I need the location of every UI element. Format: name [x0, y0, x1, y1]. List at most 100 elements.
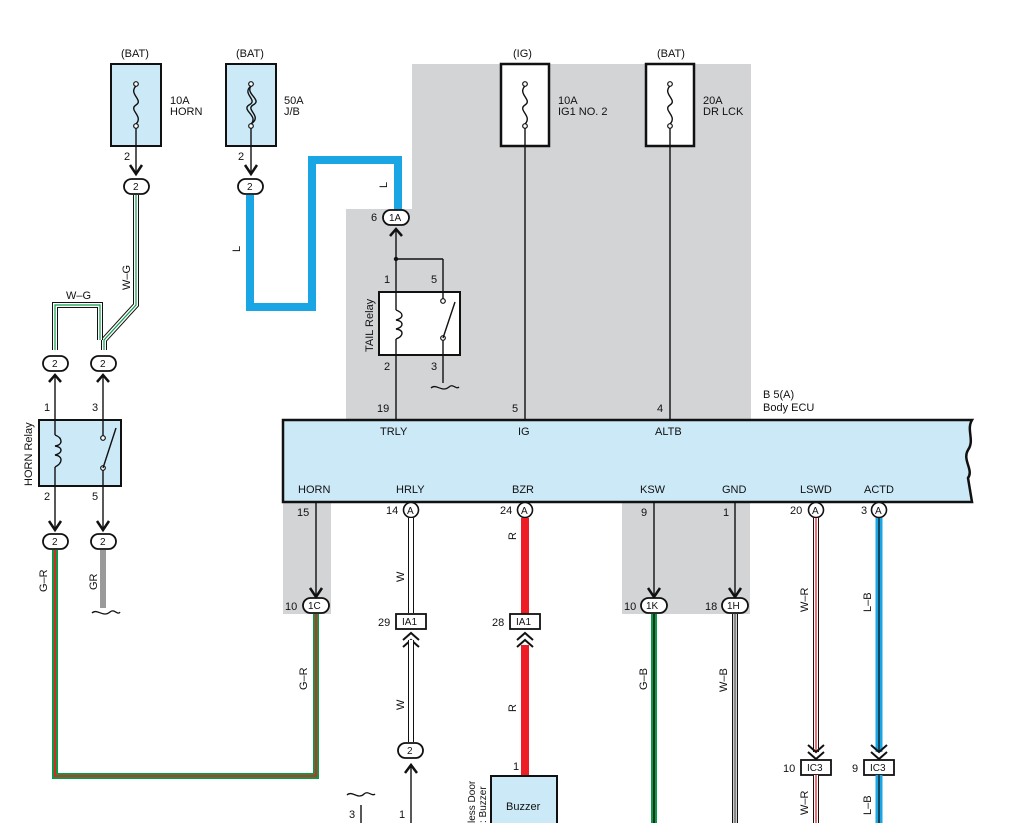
wire-WB-label: W–B [718, 668, 730, 692]
fuse-ig1-rating: 10A [558, 95, 578, 107]
horn-relay: HORN Relay 1 3 2 5 [23, 402, 122, 503]
connector-1A: 6 1A [371, 209, 410, 226]
tail-relay-pin2: 2 [384, 361, 390, 373]
horn-relay-pin2: 2 [44, 491, 50, 503]
junction-jb-fuse: 2 [237, 178, 264, 195]
conn-A-bzr-label: A [521, 506, 528, 517]
ecu-pin-lswd-name: LSWD [800, 484, 832, 496]
tail-relay-label: TAIL Relay [364, 298, 376, 352]
wire-LB-label-2: L–B [862, 795, 874, 815]
ecu-pin-ksw-name: KSW [640, 484, 666, 496]
ecu-pin-ig-name: IG [518, 426, 530, 438]
ecu-pin-horn-name: HORN [298, 484, 330, 496]
tail-relay-pin5: 5 [431, 274, 437, 286]
connector-IC3-10: 10 IC3 [783, 759, 832, 776]
connector-1K-pin: 10 [624, 601, 636, 613]
connector-1C: 10 1C [285, 597, 330, 614]
fuse-drlck-rating: 20A [703, 95, 723, 107]
fuse-jb-supply: (BAT) [236, 48, 264, 60]
conn-A-actd-label: A [875, 506, 882, 517]
wire-WG-label-1: W–G [121, 265, 133, 290]
conn-A-hrly-label: A [407, 506, 414, 517]
ecu-pin-trly-num: 19 [377, 403, 389, 415]
ecu-pin-hrly-name: HRLY [396, 484, 425, 496]
conn-A-lswd: A [807, 501, 825, 519]
connector-1H: 18 1H [705, 597, 749, 614]
wire-GB-label: G–B [638, 668, 650, 690]
fuse-ig1-name: IG1 NO. 2 [558, 106, 608, 118]
fuse-horn-name: HORN [170, 106, 202, 118]
shade-area-horn [283, 502, 331, 614]
ecu-pin-bzr-name: BZR [512, 484, 534, 496]
wire-W-label-2: W [395, 699, 407, 710]
horn-relay-label: HORN Relay [23, 422, 35, 486]
ecu-pin-altb-num: 4 [657, 403, 663, 415]
wire-WR-label-1: W–R [799, 588, 811, 613]
connector-IC3-9: 9 IC3 [852, 759, 895, 776]
junction-jb-fuse-label: 2 [247, 182, 253, 193]
ecu-pin-bzr-num: 24 [500, 505, 512, 517]
ecu-pin-hrly-num: 14 [386, 505, 398, 517]
junction-horn-fuse: 2 [123, 178, 150, 195]
connector-IC3-10-id: IC3 [807, 763, 823, 774]
junction-horn-relay-2-label: 2 [52, 537, 58, 548]
fuse-drlck-name: DR LCK [703, 106, 744, 118]
wire-WR-label-2: W–R [799, 791, 811, 816]
connector-1H-pin: 18 [705, 601, 717, 613]
buzzer-side-label-1: less Door [467, 780, 478, 823]
junction-horn-relay-5: 2 [90, 533, 117, 550]
connector-1C-id: 1C [308, 601, 321, 612]
ecu-pin-horn-num: 15 [297, 507, 309, 519]
fuse-jb-rating: 50A [284, 95, 304, 107]
junction-horn-relay-1-label: 2 [52, 359, 58, 370]
connector-1K: 10 1K [624, 597, 668, 614]
ecu-pin-trly-name: TRLY [380, 426, 408, 438]
wire-L-label-1: L [231, 246, 243, 252]
wire-W-label-1: W [395, 571, 407, 582]
wire-L-label-2: L [378, 182, 390, 188]
fuse-ig1: (IG) 10A IG1 NO. 2 [499, 48, 608, 148]
horn-relay-pin3: 3 [92, 402, 98, 414]
wire-L-blue [246, 156, 402, 311]
ecu-pin-ksw-num: 9 [641, 507, 647, 519]
conn-A-hrly: A [402, 501, 420, 519]
connector-IC3-9-id: IC3 [870, 763, 886, 774]
buzzer: Buzzer less Door : Buzzer [467, 775, 558, 823]
ecu-pin-gnd-name: GND [722, 484, 747, 496]
fuse-jb-pin: 2 [238, 151, 244, 163]
ecu-pin-ig-num: 5 [512, 403, 518, 415]
fuse-drlck-supply: (BAT) [657, 48, 685, 60]
connector-IC3-10-pin: 10 [783, 763, 795, 775]
ecu-name: Body ECU [763, 402, 814, 414]
pin-3: 3 [349, 809, 355, 821]
wire-GR-horn-label-1: G–R [38, 569, 50, 592]
junction-horn-relay-2: 2 [42, 533, 69, 550]
ecu-pin-actd-name: ACTD [864, 484, 894, 496]
connector-IA1-28-id: IA1 [516, 617, 531, 628]
ecu-ref: B 5(A) [763, 389, 794, 401]
junction-horn-relay-3: 2 [90, 355, 117, 372]
junction-hrly-2-label: 2 [407, 746, 413, 757]
connector-IA1-28: 28 IA1 [492, 613, 541, 630]
buzzer-side-label-2: : Buzzer [478, 786, 489, 823]
connector-1K-id: 1K [646, 601, 659, 612]
wire-R-label-2: R [507, 704, 519, 712]
tail-relay-pin1: 1 [384, 274, 390, 286]
connector-1A-pin: 6 [371, 212, 377, 224]
shade-area-ksw-gnd [622, 502, 750, 614]
tail-relay-pin3: 3 [431, 361, 437, 373]
conn-A-lswd-label: A [812, 506, 819, 517]
horn-relay-pin5: 5 [92, 491, 98, 503]
fuse-horn-supply: (BAT) [121, 48, 149, 60]
connector-1H-id: 1H [727, 601, 740, 612]
junction-horn-relay-3-label: 2 [100, 359, 106, 370]
connector-IC3-9-pin: 9 [852, 763, 858, 775]
connector-IA1-28-pin: 28 [492, 617, 504, 629]
buzzer-label: Buzzer [506, 801, 541, 813]
ecu-pin-lswd-num: 20 [790, 505, 802, 517]
fuse-ig1-supply: (IG) [513, 48, 532, 60]
wire-WG-label-2: W–G [66, 290, 91, 302]
wire-R-label-1: R [507, 532, 519, 540]
wire-GR-label: GR [88, 573, 100, 590]
junction-horn-fuse-label: 2 [133, 182, 139, 193]
